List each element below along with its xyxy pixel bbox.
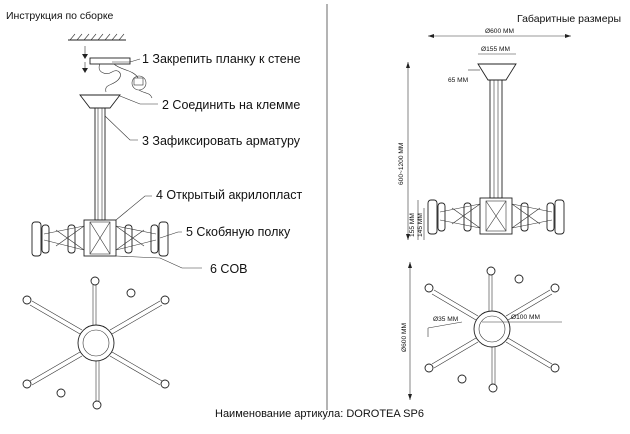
step-3-label: 3 Зафиксировать арматуру bbox=[142, 134, 301, 148]
step-6-label: 6 COB bbox=[210, 262, 248, 276]
article-footer: Наименование артикула: DOROTEA SP6 bbox=[215, 408, 424, 420]
assembly-leaders bbox=[104, 58, 202, 269]
dim-end-diameter: Ø35 MM bbox=[433, 316, 458, 323]
step-4-label: 4 Открытый акрилопласт bbox=[156, 188, 302, 202]
dim-hub-diameter: Ø100 MM bbox=[511, 314, 540, 321]
dim-ring-height-a: 155 MM bbox=[409, 213, 416, 237]
assembly-top-view bbox=[22, 276, 170, 410]
dim-height-range: 600~1200 MM bbox=[398, 143, 405, 185]
dimension-top-view bbox=[424, 266, 560, 393]
assembly-side-view bbox=[31, 33, 169, 257]
dim-canopy-height: 65 MM bbox=[448, 77, 468, 84]
dimensions-title: Габаритные размеры bbox=[517, 13, 621, 25]
dim-canopy-diameter: Ø155 MM bbox=[481, 46, 510, 53]
dim-ring-height-b: 145 MM bbox=[417, 213, 424, 237]
dim-overall-width: Ø600 MM bbox=[485, 28, 514, 35]
step-2-label: 2 Соединить на клемме bbox=[162, 98, 300, 112]
step-1-label: 1 Закрепить планку к стене bbox=[142, 52, 301, 66]
assembly-title: Инструкция по сборке bbox=[6, 10, 114, 22]
step-5-label: 5 Скобяную полку bbox=[186, 225, 291, 239]
dim-base-diameter: Ø600 MM bbox=[401, 323, 408, 352]
dimension-side-view bbox=[427, 63, 565, 235]
